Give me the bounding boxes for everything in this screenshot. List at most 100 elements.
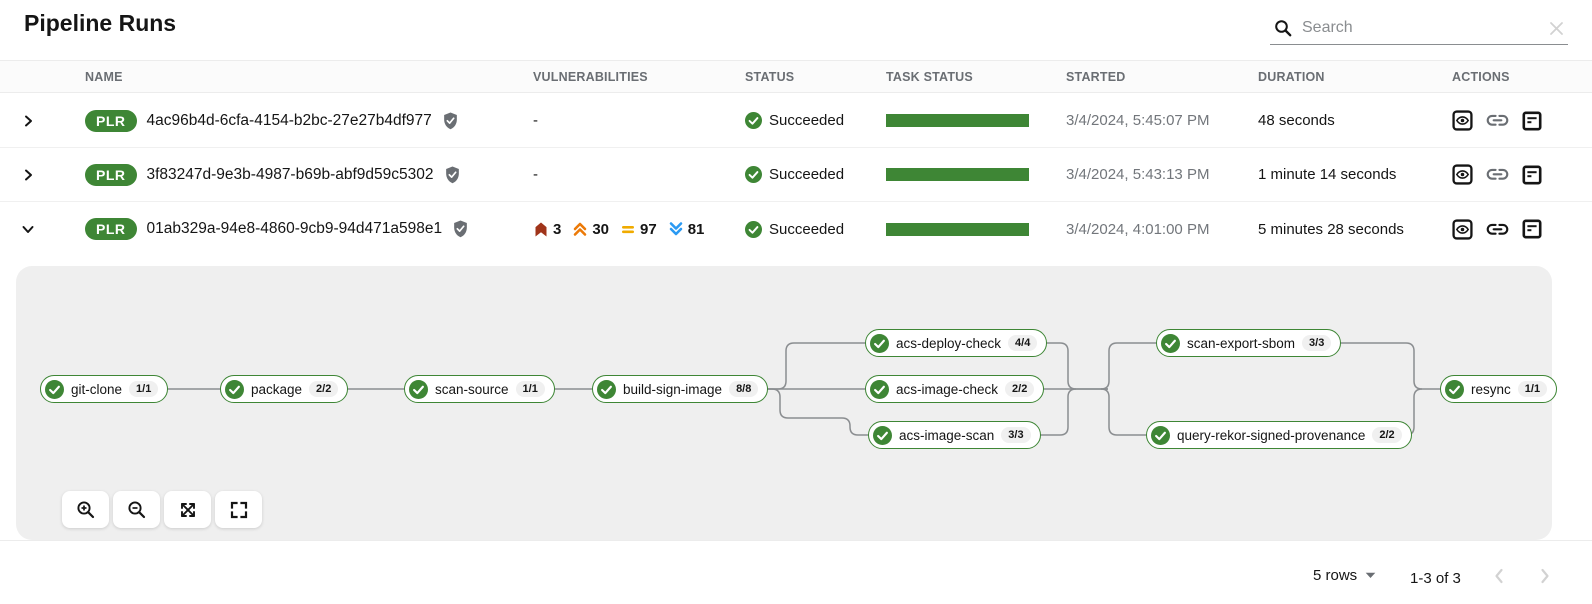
task-node-resync[interactable]: resync 1/1 xyxy=(1440,375,1558,403)
view-logs-button[interactable] xyxy=(1522,164,1542,185)
task-step-count: 1/1 xyxy=(129,381,159,397)
task-success-icon xyxy=(873,425,892,445)
view-output-button[interactable] xyxy=(1452,164,1473,185)
success-check-icon xyxy=(745,166,762,183)
task-node-acs-image-check[interactable]: acs-image-check 2/2 xyxy=(865,375,1045,403)
table-row: PLR 01ab329a-94e8-4860-9cb9-94d471a598e1… xyxy=(0,202,1592,256)
pipeline-run-name[interactable]: 3f83247d-9e3b-4987-b69b-abf9d59c5302 xyxy=(146,165,434,183)
expand-row-button[interactable] xyxy=(0,114,85,128)
view-output-button[interactable] xyxy=(1452,218,1473,240)
vulnerabilities-empty: - xyxy=(533,111,538,129)
fullscreen-button[interactable] xyxy=(215,491,262,528)
table-header: NAME VULNERABILITIES STATUS TASK STATUS … xyxy=(0,60,1592,93)
pagination-range: 1-3 of 3 xyxy=(1410,570,1461,587)
col-header-status: STATUS xyxy=(745,69,795,84)
low-count: 81 xyxy=(687,220,705,238)
eye-icon xyxy=(1452,164,1473,185)
zoom-out-button[interactable] xyxy=(113,491,160,528)
medium-severity: 97 xyxy=(620,221,657,238)
link-icon xyxy=(1486,114,1509,126)
medium-count: 97 xyxy=(640,220,657,238)
chevron-left-icon xyxy=(1495,568,1503,584)
task-step-count: 8/8 xyxy=(729,381,759,397)
task-success-icon xyxy=(597,379,616,399)
task-node-query-rekor-signed-provenance[interactable]: query-rekor-signed-provenance 2/2 xyxy=(1146,421,1412,449)
task-node-scan-source[interactable]: scan-source 1/1 xyxy=(404,375,555,403)
vulnerabilities-empty: - xyxy=(533,165,538,183)
task-node-acs-deploy-check[interactable]: acs-deploy-check 4/4 xyxy=(865,329,1048,357)
view-logs-button[interactable] xyxy=(1522,110,1542,131)
task-success-icon xyxy=(45,379,64,399)
signed-shield-icon xyxy=(454,220,467,238)
copy-link-button[interactable] xyxy=(1486,223,1509,236)
graph-controls xyxy=(62,491,262,528)
logs-icon xyxy=(1522,110,1542,130)
task-success-icon xyxy=(1445,379,1464,399)
collapse-row-button[interactable] xyxy=(0,222,85,236)
search-input[interactable] xyxy=(1302,19,1547,37)
eye-icon xyxy=(1452,218,1473,240)
task-node-package[interactable]: package 2/2 xyxy=(220,375,349,403)
plr-badge: PLR xyxy=(85,218,137,240)
task-step-count: 1/1 xyxy=(515,381,545,397)
chevron-down-icon xyxy=(22,226,34,233)
copy-link-button[interactable] xyxy=(1486,168,1509,181)
task-step-count: 3/3 xyxy=(1001,427,1031,443)
signed-shield-icon xyxy=(445,166,459,183)
prev-page-button[interactable] xyxy=(1490,566,1508,589)
started-timestamp: 3/4/2024, 5:43:13 PM xyxy=(1066,166,1210,183)
task-status-bar xyxy=(886,222,1029,236)
view-output-button[interactable] xyxy=(1452,110,1473,131)
plr-badge: PLR xyxy=(85,163,137,186)
task-node-scan-export-sbom[interactable]: scan-export-sbom 3/3 xyxy=(1156,329,1342,357)
chevron-right-icon xyxy=(25,115,32,126)
fit-to-screen-button[interactable] xyxy=(164,491,211,528)
chevron-right-icon xyxy=(1541,568,1549,584)
link-icon xyxy=(1486,168,1509,180)
duration-value: 5 minutes 28 seconds xyxy=(1258,220,1404,238)
fullscreen-icon xyxy=(230,501,247,518)
zoom-in-icon xyxy=(76,500,94,518)
task-node-acs-image-scan[interactable]: acs-image-scan 3/3 xyxy=(868,421,1041,449)
eye-icon xyxy=(1452,110,1473,131)
search-box[interactable] xyxy=(1270,12,1568,45)
next-page-button[interactable] xyxy=(1536,566,1554,589)
table-bottom-divider xyxy=(0,540,1592,541)
critical-count: 3 xyxy=(553,220,562,238)
task-node-git-clone[interactable]: git-clone 1/1 xyxy=(40,375,169,403)
task-step-count: 4/4 xyxy=(1008,335,1038,351)
logs-icon xyxy=(1522,164,1542,184)
col-header-vulnerabilities: VULNERABILITIES xyxy=(533,69,648,84)
col-header-actions: ACTIONS xyxy=(1452,69,1510,84)
page-title: Pipeline Runs xyxy=(24,10,177,36)
critical-severity-icon xyxy=(535,222,547,236)
pipeline-run-name[interactable]: 01ab329a-94e8-4860-9cb9-94d471a598e1 xyxy=(146,220,443,237)
task-step-count: 2/2 xyxy=(1372,427,1402,443)
low-severity-icon xyxy=(669,222,683,236)
view-logs-button[interactable] xyxy=(1522,219,1542,239)
col-header-started: STARTED xyxy=(1066,69,1126,84)
task-step-count: 2/2 xyxy=(309,381,339,397)
expand-row-button[interactable] xyxy=(0,168,85,182)
caret-down-icon xyxy=(1365,572,1376,578)
table-body: PLR 4ac96b4d-6cfa-4154-b2bc-27e27b4df977… xyxy=(0,94,1592,256)
clear-search-icon[interactable] xyxy=(1547,19,1566,38)
task-success-icon xyxy=(1161,333,1180,353)
zoom-in-button[interactable] xyxy=(62,491,109,528)
task-node-build-sign-image[interactable]: build-sign-image 8/8 xyxy=(592,375,769,403)
col-header-name: NAME xyxy=(85,69,123,84)
copy-link-button[interactable] xyxy=(1486,114,1509,127)
search-icon xyxy=(1275,20,1292,37)
low-severity: 81 xyxy=(668,220,705,238)
status-label: Succeeded xyxy=(769,166,845,183)
rows-per-page-select[interactable]: 5 rows xyxy=(1313,567,1376,584)
task-status-bar xyxy=(886,114,1029,127)
pipeline-graph-panel: git-clone 1/1 package 2/2 scan-source 1/… xyxy=(16,266,1558,540)
pipeline-run-name[interactable]: 4ac96b4d-6cfa-4154-b2bc-27e27b4df977 xyxy=(146,111,432,129)
medium-severity-icon xyxy=(622,226,635,234)
fit-to-screen-icon xyxy=(180,502,195,517)
col-header-task-status: TASK STATUS xyxy=(886,69,973,84)
success-check-icon xyxy=(745,112,762,129)
link-icon xyxy=(1486,223,1509,235)
table-row: PLR 4ac96b4d-6cfa-4154-b2bc-27e27b4df977… xyxy=(0,94,1592,148)
